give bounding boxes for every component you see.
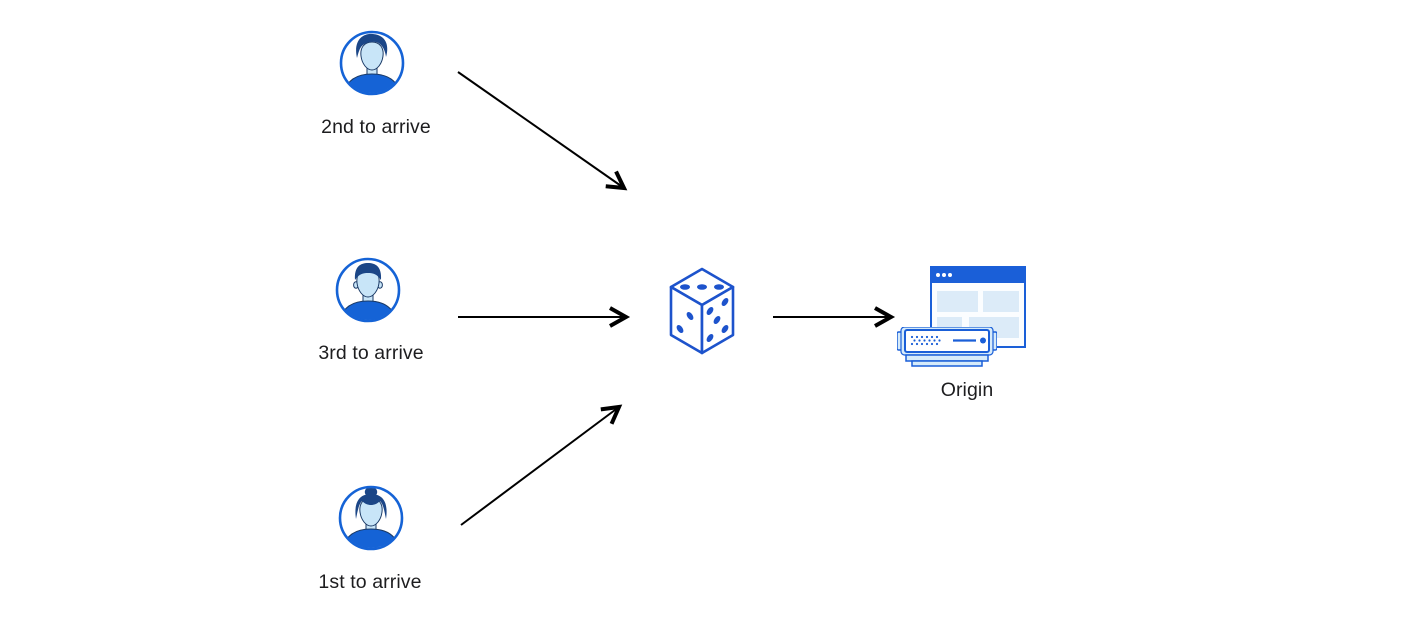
- arrow-client1-to-dice: [460, 404, 623, 526]
- client-node-2nd: [339, 30, 405, 101]
- client-label-3rd: 3rd to arrive: [318, 342, 424, 364]
- dice-node: [667, 266, 737, 361]
- origin-label: Origin: [940, 379, 994, 401]
- client-label-2nd: 2nd to arrive: [321, 116, 431, 138]
- person-avatar-icon: [338, 485, 404, 551]
- server-icon: [897, 327, 997, 367]
- arrow-client2-to-dice: [457, 71, 628, 191]
- dice-cube: [669, 267, 735, 355]
- server-vent-dots: [910, 335, 941, 346]
- person-avatar-icon: [339, 30, 405, 96]
- dice-pips: [676, 284, 729, 342]
- origin-node: [897, 266, 1027, 367]
- dice-icon: [669, 267, 735, 355]
- person-avatar-icon: [335, 257, 401, 323]
- client-node-3rd: [335, 257, 401, 328]
- client-node-1st: [338, 485, 404, 556]
- client-label-1st: 1st to arrive: [318, 571, 422, 593]
